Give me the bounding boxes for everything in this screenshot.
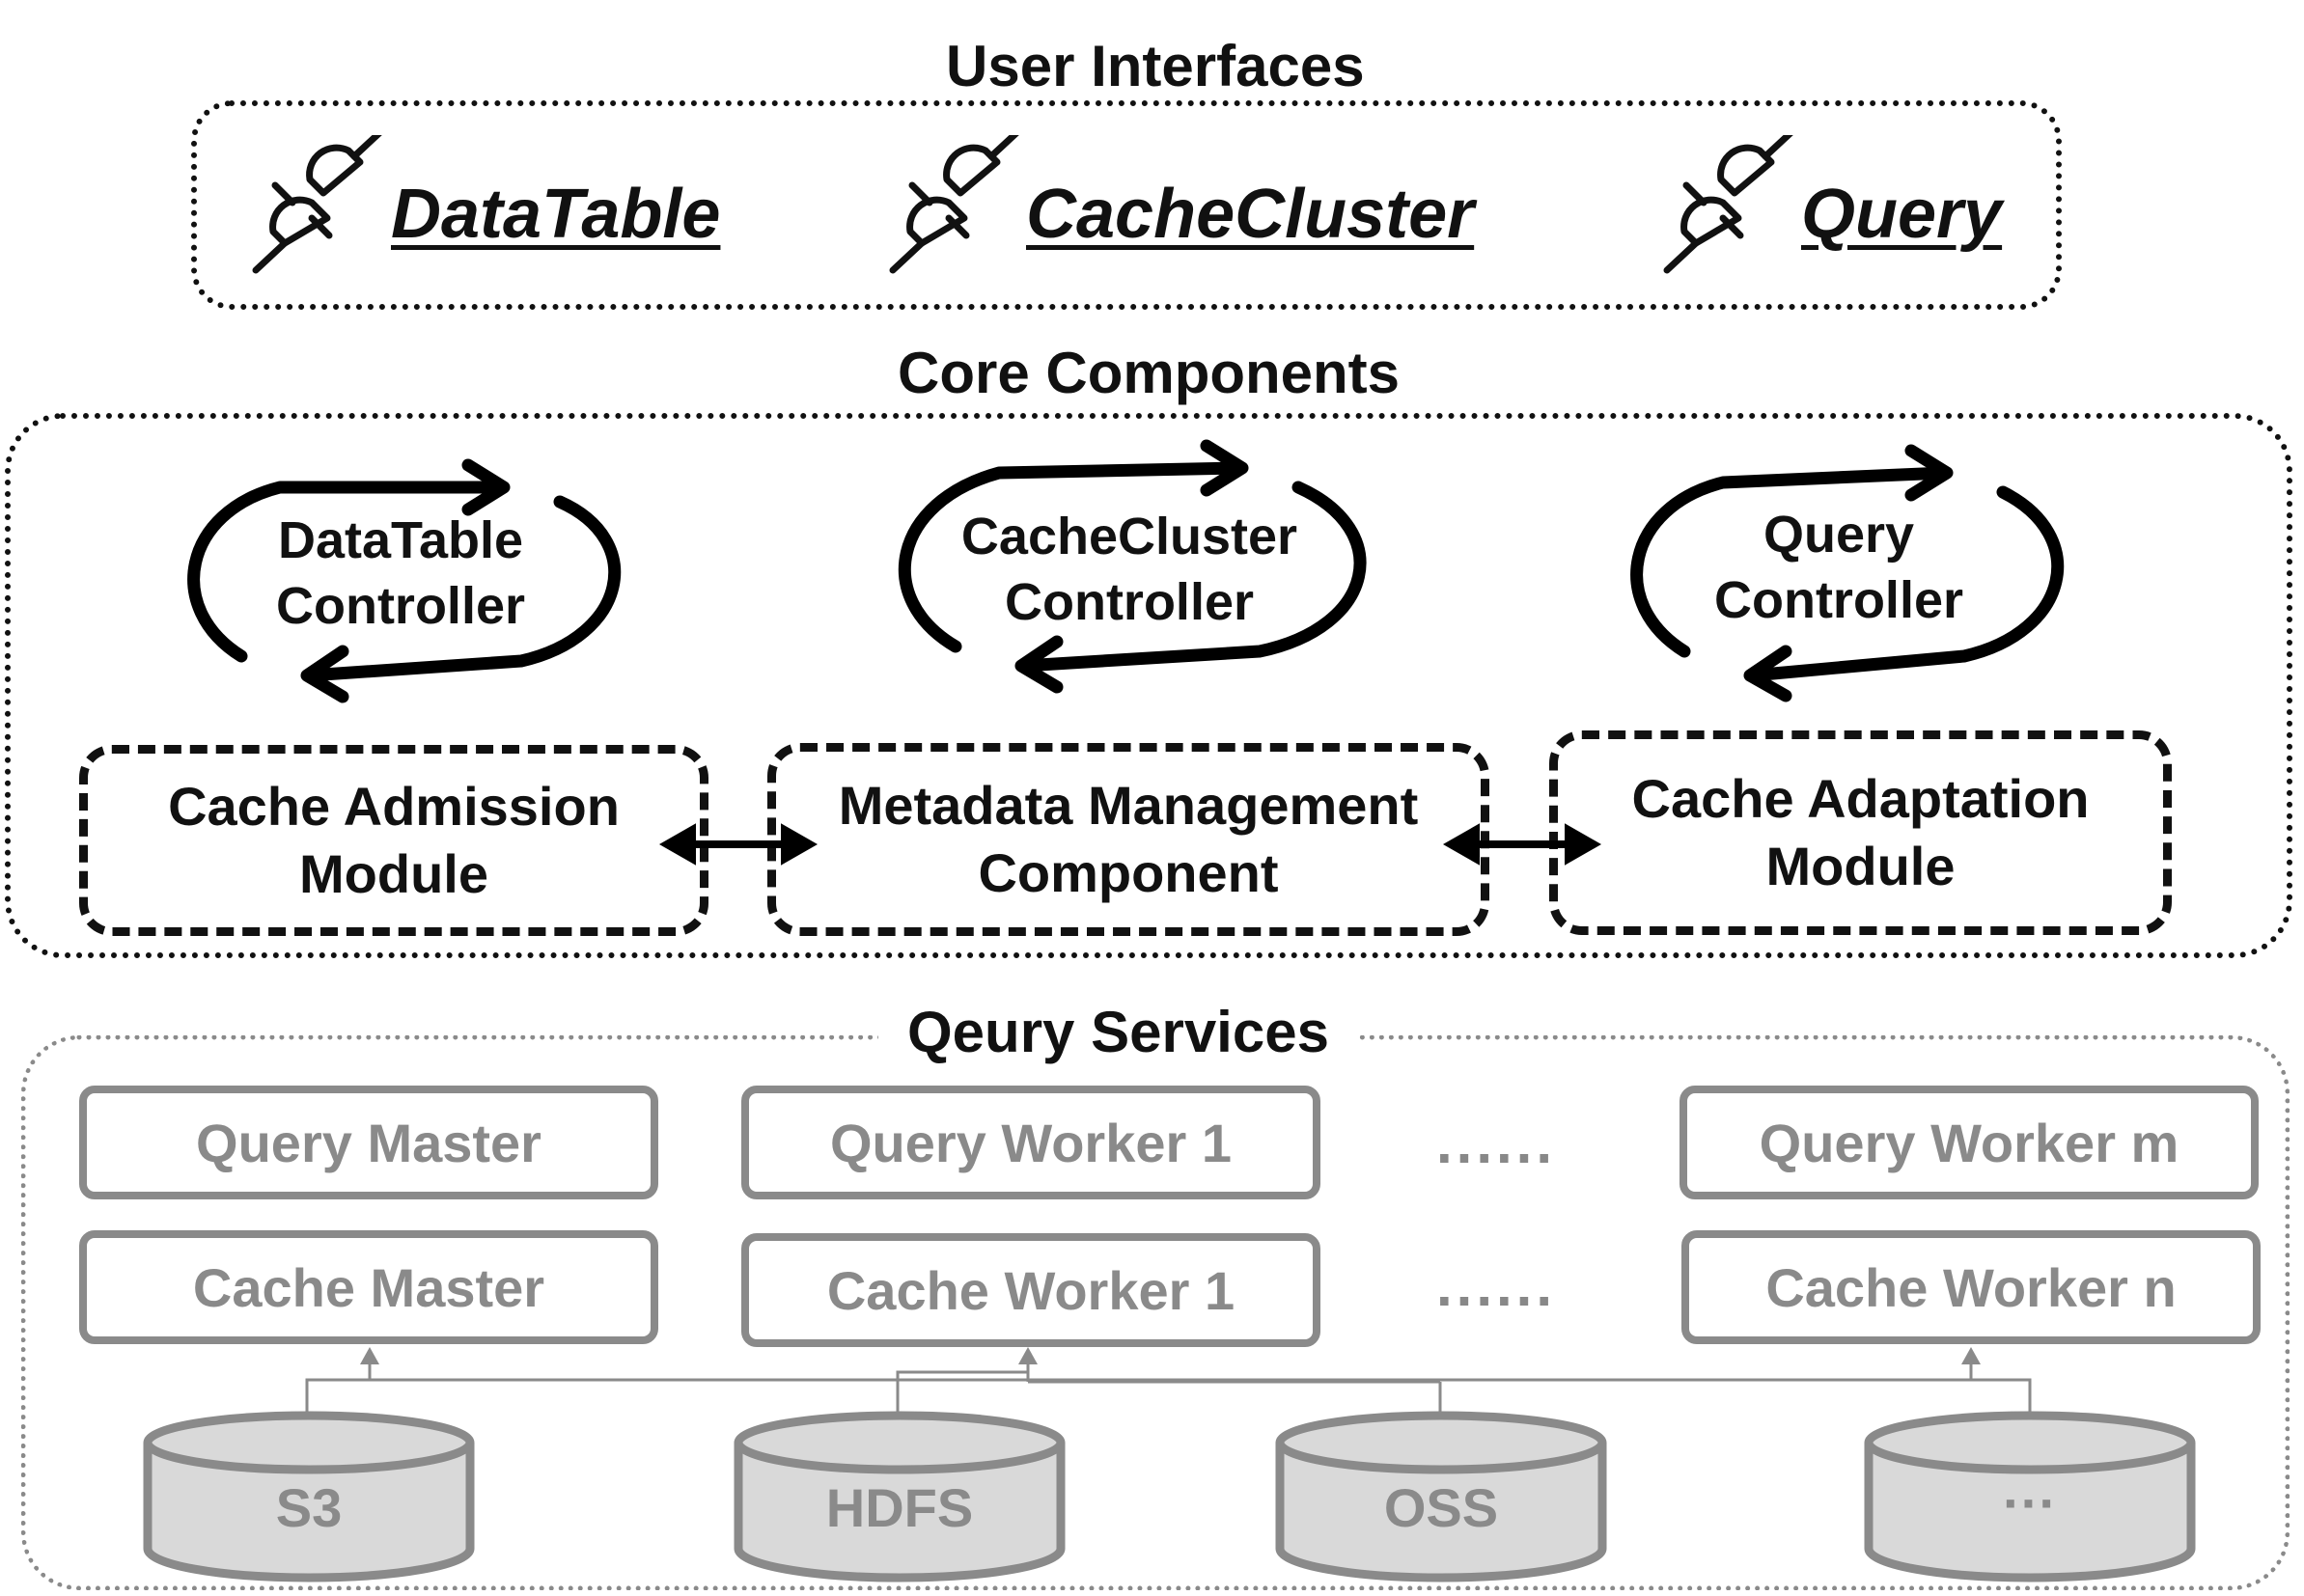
bidirectional-arrow [1442,823,1602,866]
database-icon [143,1411,475,1582]
database-icon [1275,1411,1607,1582]
cache-worker-n-box: Cache Worker n [1681,1230,2261,1344]
bidirectional-arrow [658,823,819,866]
cache-worker-1-box: Cache Worker 1 [741,1233,1320,1347]
plug-icon [1663,135,1793,274]
query-services-title: Qeury Services [878,999,1358,1066]
database-icon [1864,1411,2196,1582]
query-worker-m-box: Query Worker m [1679,1086,2259,1199]
cache-master-box: Cache Master [79,1230,658,1344]
cycle-arrows-icon [1630,444,2065,702]
query-row-ellipsis: ...... [1436,1111,1557,1175]
ui-cachecluster-label[interactable]: CacheCluster [1026,176,1475,253]
cycle-arrows-icon [187,458,622,703]
core-components-title: Core Components [869,340,1430,407]
user-interfaces-title: User Interfaces [917,33,1394,100]
cycle-arrows-icon [899,439,1367,694]
cache-row-ellipsis: ...... [1436,1253,1557,1318]
storage-hdfs-label: HDFS [825,1477,974,1538]
database-icon [734,1411,1066,1582]
ui-datatable-label[interactable]: DataTable [391,176,721,253]
core-components-frame [5,413,2292,958]
plug-icon [889,135,1019,274]
storage-more-label: ··· [2003,1472,2057,1533]
storage-s3-label: S3 [275,1477,343,1538]
query-worker-1-box: Query Worker 1 [741,1086,1320,1199]
query-master-box: Query Master [79,1086,658,1199]
ui-query-label[interactable]: Query [1801,176,2003,253]
user-interfaces-frame [191,100,2062,310]
storage-oss-label: OSS [1383,1477,1499,1538]
plug-icon [252,135,382,274]
